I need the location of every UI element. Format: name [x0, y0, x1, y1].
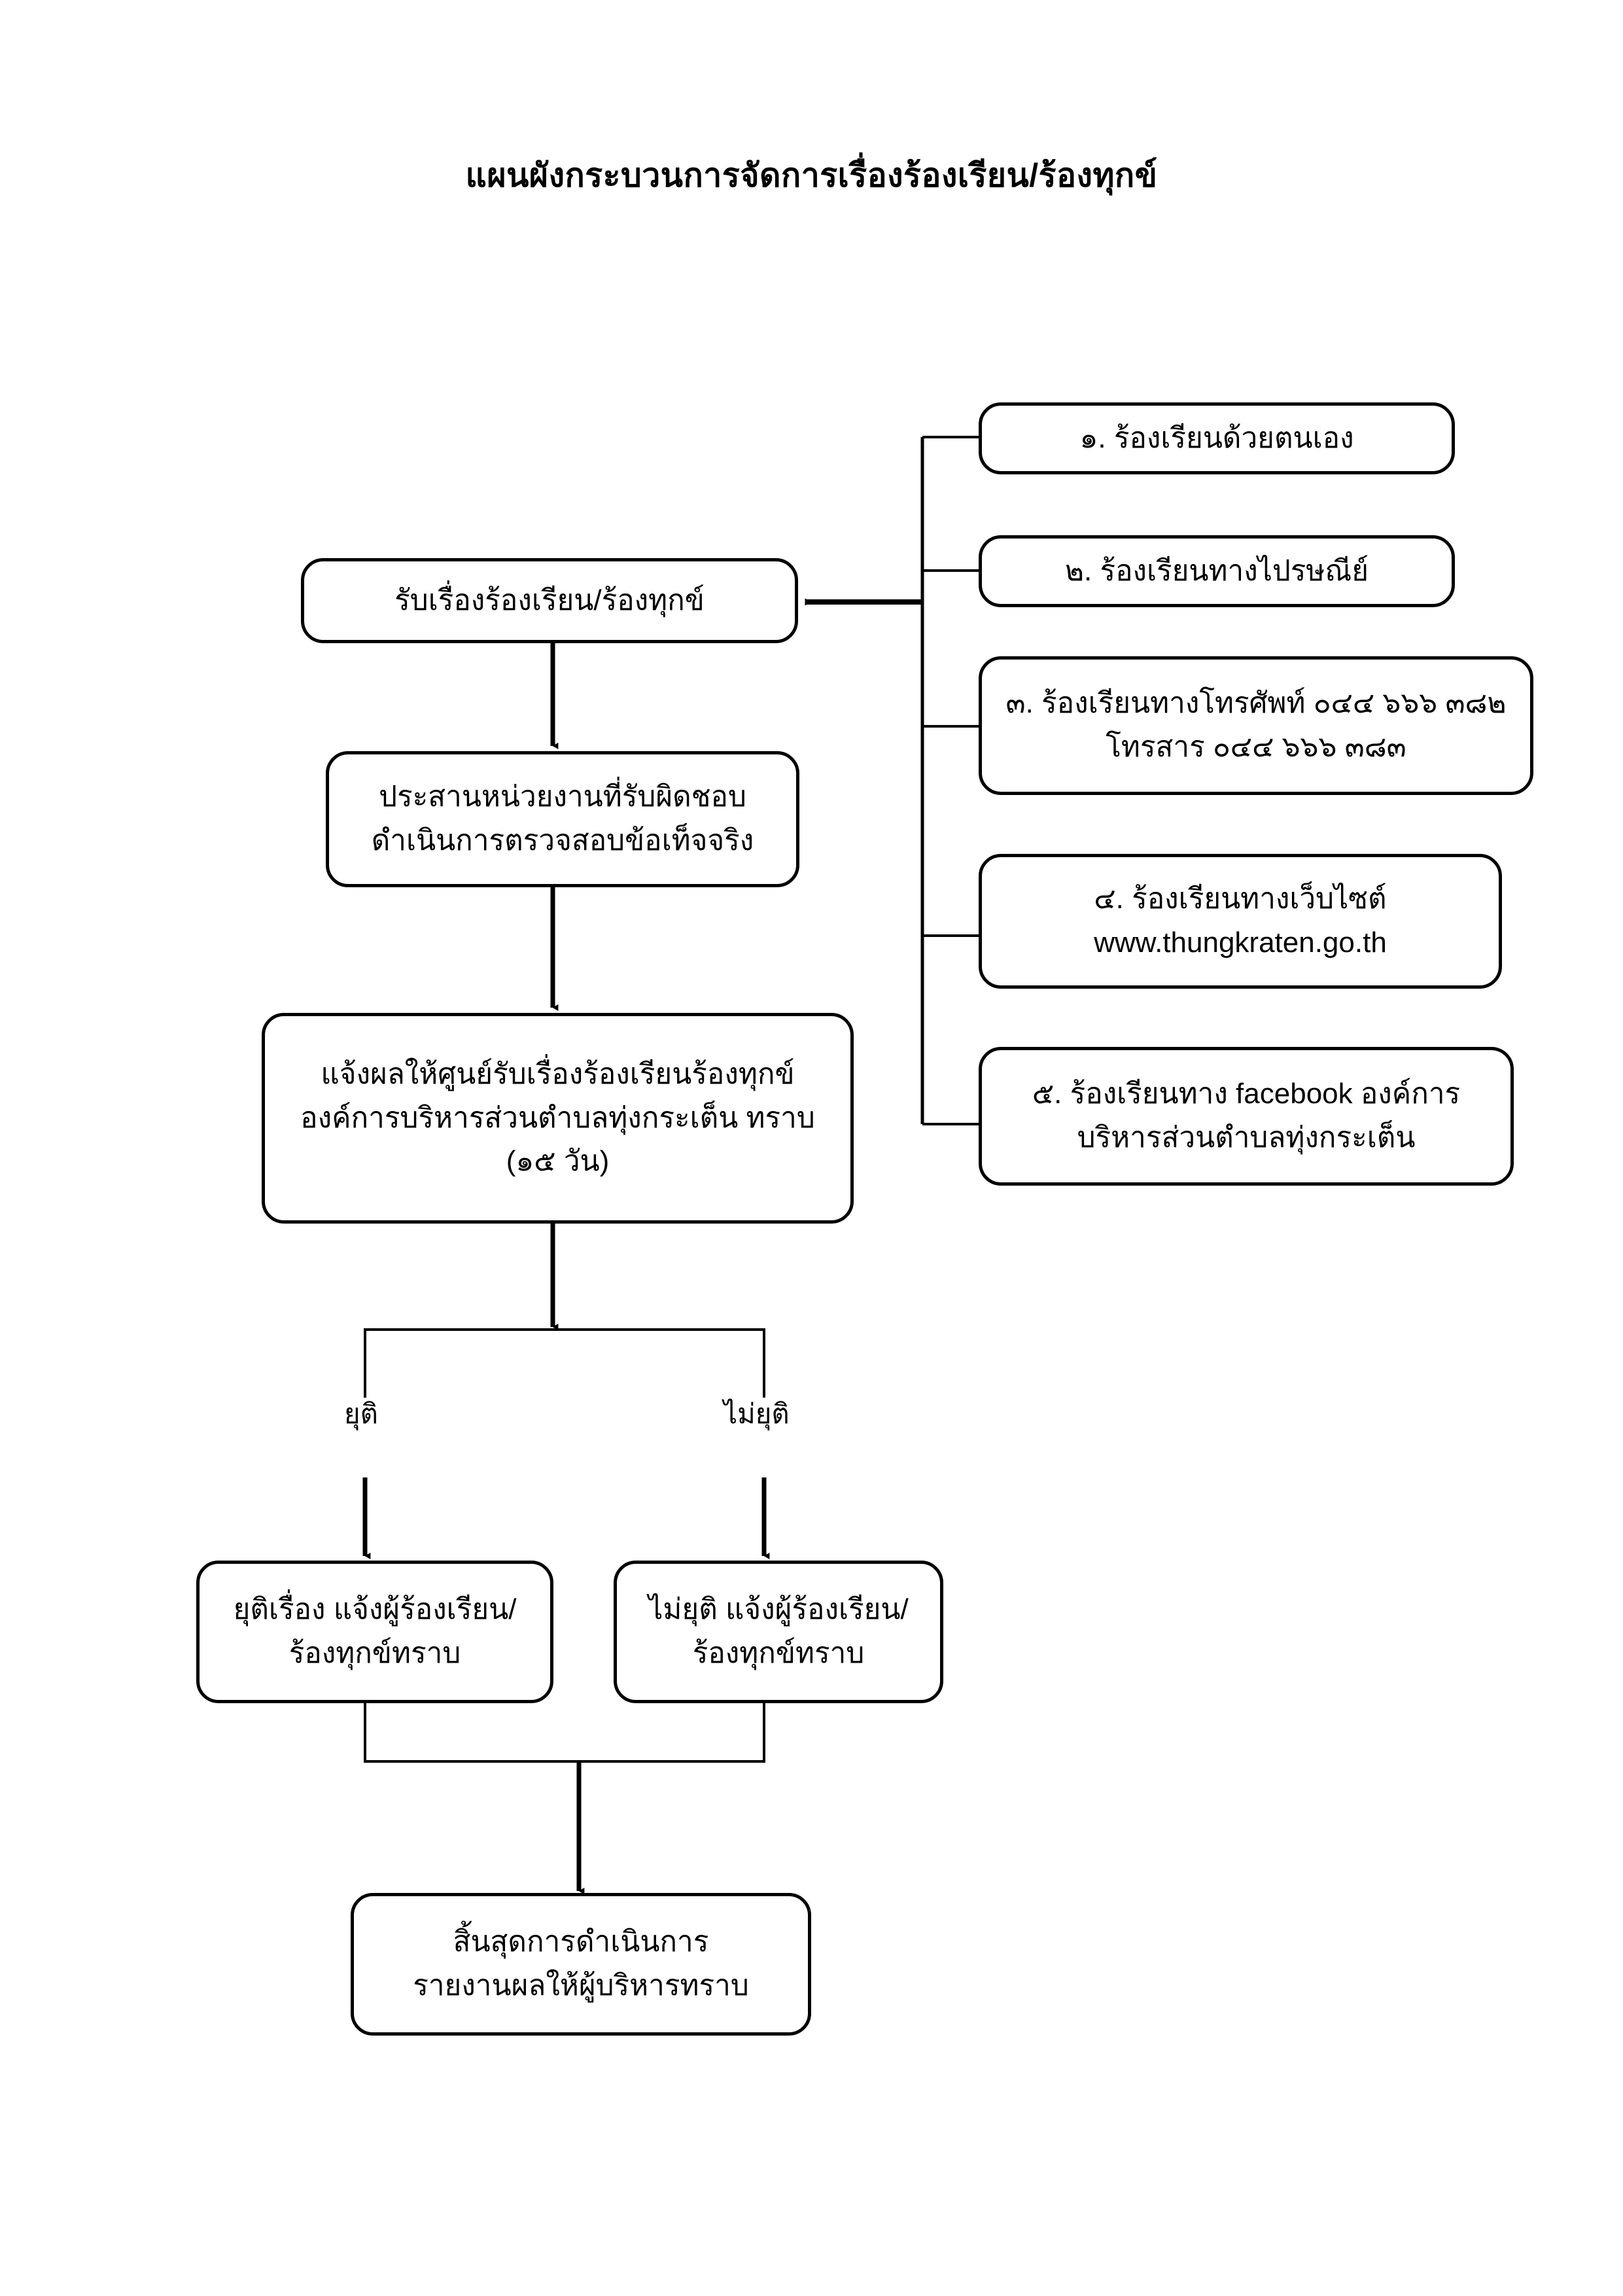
node-resolved[interactable]: ยุติเรื่อง แจ้งผู้ร้องเรียน/ ร้องทุกข์ทร…	[196, 1561, 553, 1703]
node-channel-1[interactable]: ๑. ร้องเรียนด้วยตนเอง	[979, 402, 1455, 474]
node-channel-1-line-1: ๑. ร้องเรียนด้วยตนเอง	[1079, 421, 1354, 454]
node-coordinate-line-1: ประสานหน่วยงานที่รับผิดชอบ	[379, 781, 746, 813]
node-resolved-line-1: ยุติเรื่อง แจ้งผู้ร้องเรียน/	[233, 1593, 517, 1626]
node-channel-4-line-2: www.thungkraten.go.th	[1094, 927, 1387, 959]
node-channel-5[interactable]: ๕. ร้องเรียนทาง facebook องค์การ บริหารส…	[979, 1047, 1514, 1186]
node-report-line-3: (๑๕ วัน)	[506, 1145, 610, 1178]
node-channel-3[interactable]: ๓. ร้องเรียนทางโทรศัพท์ ๐๔๔ ๖๖๖ ๓๘๒ โทรส…	[979, 656, 1533, 795]
merge-bus	[364, 1701, 765, 1763]
node-channel-3-line-1: ๓. ร้องเรียนทางโทรศัพท์ ๐๔๔ ๖๖๖ ๓๘๒	[1005, 687, 1507, 720]
node-end-line-1: สิ้นสุดการดำเนินการ	[453, 1926, 709, 1958]
node-resolved-line-2: ร้องทุกข์ทราบ	[288, 1637, 461, 1669]
node-channel-2-line-1: ๒. ร้องเรียนทางไปรษณีย์	[1064, 554, 1369, 587]
node-coordinate[interactable]: ประสานหน่วยงานที่รับผิดชอบ ดำเนินการตรวจ…	[326, 751, 799, 887]
branch-label-resolved: ยุติ	[340, 1400, 382, 1428]
node-channel-4[interactable]: ๔. ร้องเรียนทางเว็บไซต์ www.thungkraten.…	[979, 854, 1502, 989]
node-report-line-1: แจ้งผลให้ศูนย์รับเรื่องร้องเรียนร้องทุกข…	[321, 1057, 795, 1090]
node-unresolved-line-1: ไม่ยุติ แจ้งผู้ร้องเรียน/	[648, 1593, 909, 1626]
node-channel-3-line-2: โทรสาร ๐๔๔ ๖๖๖ ๓๘๓	[1106, 731, 1406, 763]
node-end-line-2: รายงานผลให้ผู้บริหารทราบ	[413, 1969, 749, 2002]
page-title: แผนผังกระบวนการจัดการเรื่องร้องเรียน/ร้อ…	[465, 157, 1158, 194]
node-channel-5-line-2: บริหารส่วนตำบลทุ่งกระเต็น	[1077, 1122, 1416, 1154]
node-end[interactable]: สิ้นสุดการดำเนินการ รายงานผลให้ผู้บริหาร…	[351, 1893, 811, 2036]
branch-label-unresolved: ไม่ยุติ	[720, 1400, 794, 1428]
split-bus	[364, 1328, 765, 1398]
node-unresolved-line-2: ร้องทุกข์ทราบ	[692, 1637, 865, 1669]
node-receive[interactable]: รับเรื่องร้องเรียน/ร้องทุกข์	[301, 558, 798, 643]
node-coordinate-line-2: ดำเนินการตรวจสอบข้อเท็จจริง	[371, 824, 754, 857]
node-channel-4-line-1: ๔. ร้องเรียนทางเว็บไซต์	[1094, 883, 1387, 915]
node-report[interactable]: แจ้งผลให้ศูนย์รับเรื่องร้องเรียนร้องทุกข…	[262, 1013, 854, 1224]
node-channel-2[interactable]: ๒. ร้องเรียนทางไปรษณีย์	[979, 535, 1455, 607]
node-unresolved[interactable]: ไม่ยุติ แจ้งผู้ร้องเรียน/ ร้องทุกข์ทราบ	[614, 1561, 943, 1703]
node-channel-5-line-1: ๕. ร้องเรียนทาง facebook องค์การ	[1032, 1078, 1461, 1110]
node-receive-line-1: รับเรื่องร้องเรียน/ร้องทุกข์	[394, 584, 705, 616]
node-report-line-2: องค์การบริหารส่วนตำบลทุ่งกระเต็น ทราบ	[300, 1101, 815, 1134]
